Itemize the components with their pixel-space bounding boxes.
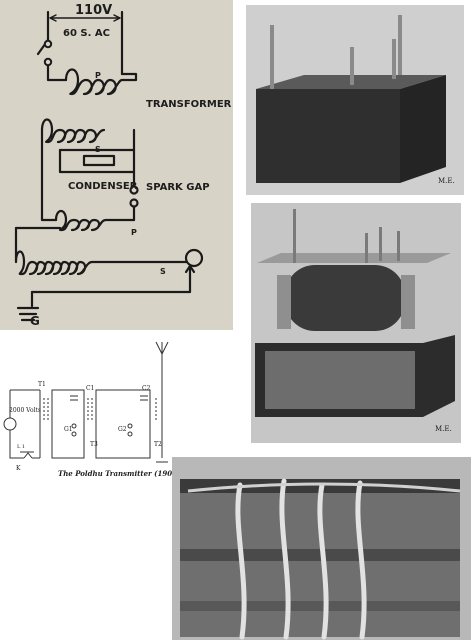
secondary-label-top: S xyxy=(95,145,101,154)
tesla-secondary-coil xyxy=(14,226,188,276)
c2-label: C2 xyxy=(142,385,151,392)
end-plate-right xyxy=(401,275,415,329)
second-oscillator-loop xyxy=(95,389,151,459)
rod-2 xyxy=(350,47,354,85)
rod-3 xyxy=(392,39,396,79)
condenser-symbol xyxy=(82,154,116,167)
photo-assembly-initials: M.E. xyxy=(435,425,452,433)
supply-label: 60 S. AC xyxy=(63,28,110,39)
box-front xyxy=(256,89,400,183)
l1-label: L 1 xyxy=(17,444,25,450)
wire-turn-3 xyxy=(317,482,329,640)
condenser-c1 xyxy=(70,395,78,401)
spark-gap-electrode-top xyxy=(129,185,139,195)
antenna-symbol xyxy=(155,341,169,356)
coil-photo-illustration xyxy=(172,457,471,640)
top-panel xyxy=(257,253,451,263)
schematic-drawing: 110V 60 S. AC P TRANSFORMER S CONDENSER … xyxy=(14,3,232,328)
ground-symbol xyxy=(16,290,40,322)
t2-label: T2 xyxy=(154,441,162,448)
rod-a xyxy=(293,209,296,263)
poldhu-caption: The Poldhu Transmitter (1901) xyxy=(58,469,180,478)
transformer-secondary-coil xyxy=(40,118,106,144)
wire-turn-1 xyxy=(235,482,247,640)
spark-gap-g1-top xyxy=(71,423,77,429)
voltage-label: 110V xyxy=(75,3,112,18)
primary-circuit-wires xyxy=(9,389,41,459)
first-oscillator-loop xyxy=(51,389,85,459)
t3-label: T3 xyxy=(90,441,98,448)
primary-label-bottom: P xyxy=(131,228,137,237)
switch-pivot xyxy=(43,39,53,49)
rod-d xyxy=(397,231,400,261)
coil-cylinder xyxy=(285,265,405,331)
top-wire xyxy=(187,482,461,493)
rod-b xyxy=(365,233,368,263)
tesla-primary-coil xyxy=(54,209,136,232)
primary-label-top: P xyxy=(95,71,101,80)
spark-transmitter-schematic: 110V 60 S. AC P TRANSFORMER S CONDENSER … xyxy=(0,0,233,330)
photo-transmitter-box: M.E. xyxy=(246,5,464,195)
box-photo-illustration: M.E. xyxy=(246,5,464,195)
photo-box-initials: M.E. xyxy=(438,177,455,185)
ac-source-symbol xyxy=(3,417,17,431)
switch-contact xyxy=(43,57,53,67)
switch-lead xyxy=(46,64,68,82)
ground-label: G xyxy=(30,314,40,328)
rod-1 xyxy=(270,25,274,89)
volts-label: 2000 Volts xyxy=(9,407,41,414)
wire-turn-2 xyxy=(279,478,291,640)
rod-c xyxy=(379,227,382,261)
transformer-label: TRANSFORMER xyxy=(146,99,232,110)
c1-label: C1 xyxy=(86,385,94,392)
lower-box-interior xyxy=(265,351,415,409)
left-loop-wire xyxy=(40,128,58,222)
spark-gap-g2-top xyxy=(127,423,133,429)
photo-wound-coil xyxy=(172,457,471,640)
drum-seam xyxy=(180,549,460,561)
assembly-photo-illustration: M.E. xyxy=(251,203,461,443)
t1-label: T1 xyxy=(38,381,46,388)
condenser-label: CONDENSER xyxy=(68,181,138,192)
g1-label: G1 xyxy=(64,426,73,433)
spark-gap-electrode-bottom xyxy=(129,198,139,208)
spark-gap-label: SPARK GAP xyxy=(146,182,210,193)
g2-label: G2 xyxy=(118,426,127,433)
poldhu-circuit: 2000 Volts T1 C1 G1 T3 C2 G2 T2 L 1 K Th… xyxy=(3,341,180,478)
condenser-c2 xyxy=(140,395,148,401)
wire-turn-4 xyxy=(355,480,367,640)
ground-lead xyxy=(30,264,192,294)
end-plate-left xyxy=(277,275,291,329)
key-label: K xyxy=(16,465,21,472)
key-contact xyxy=(23,452,33,459)
secondary-label-bottom: S xyxy=(160,267,166,276)
photo-coil-assembly: M.E. xyxy=(251,203,461,443)
ground-lead-arrow xyxy=(184,264,196,274)
condenser-wire-left xyxy=(58,148,136,174)
rod-4 xyxy=(398,15,402,75)
discharge-terminal xyxy=(184,248,204,268)
drum-lower-seam xyxy=(180,601,460,611)
box-side xyxy=(400,75,446,183)
voltage-arrow xyxy=(49,14,121,22)
transformer-primary-coil xyxy=(64,68,138,96)
